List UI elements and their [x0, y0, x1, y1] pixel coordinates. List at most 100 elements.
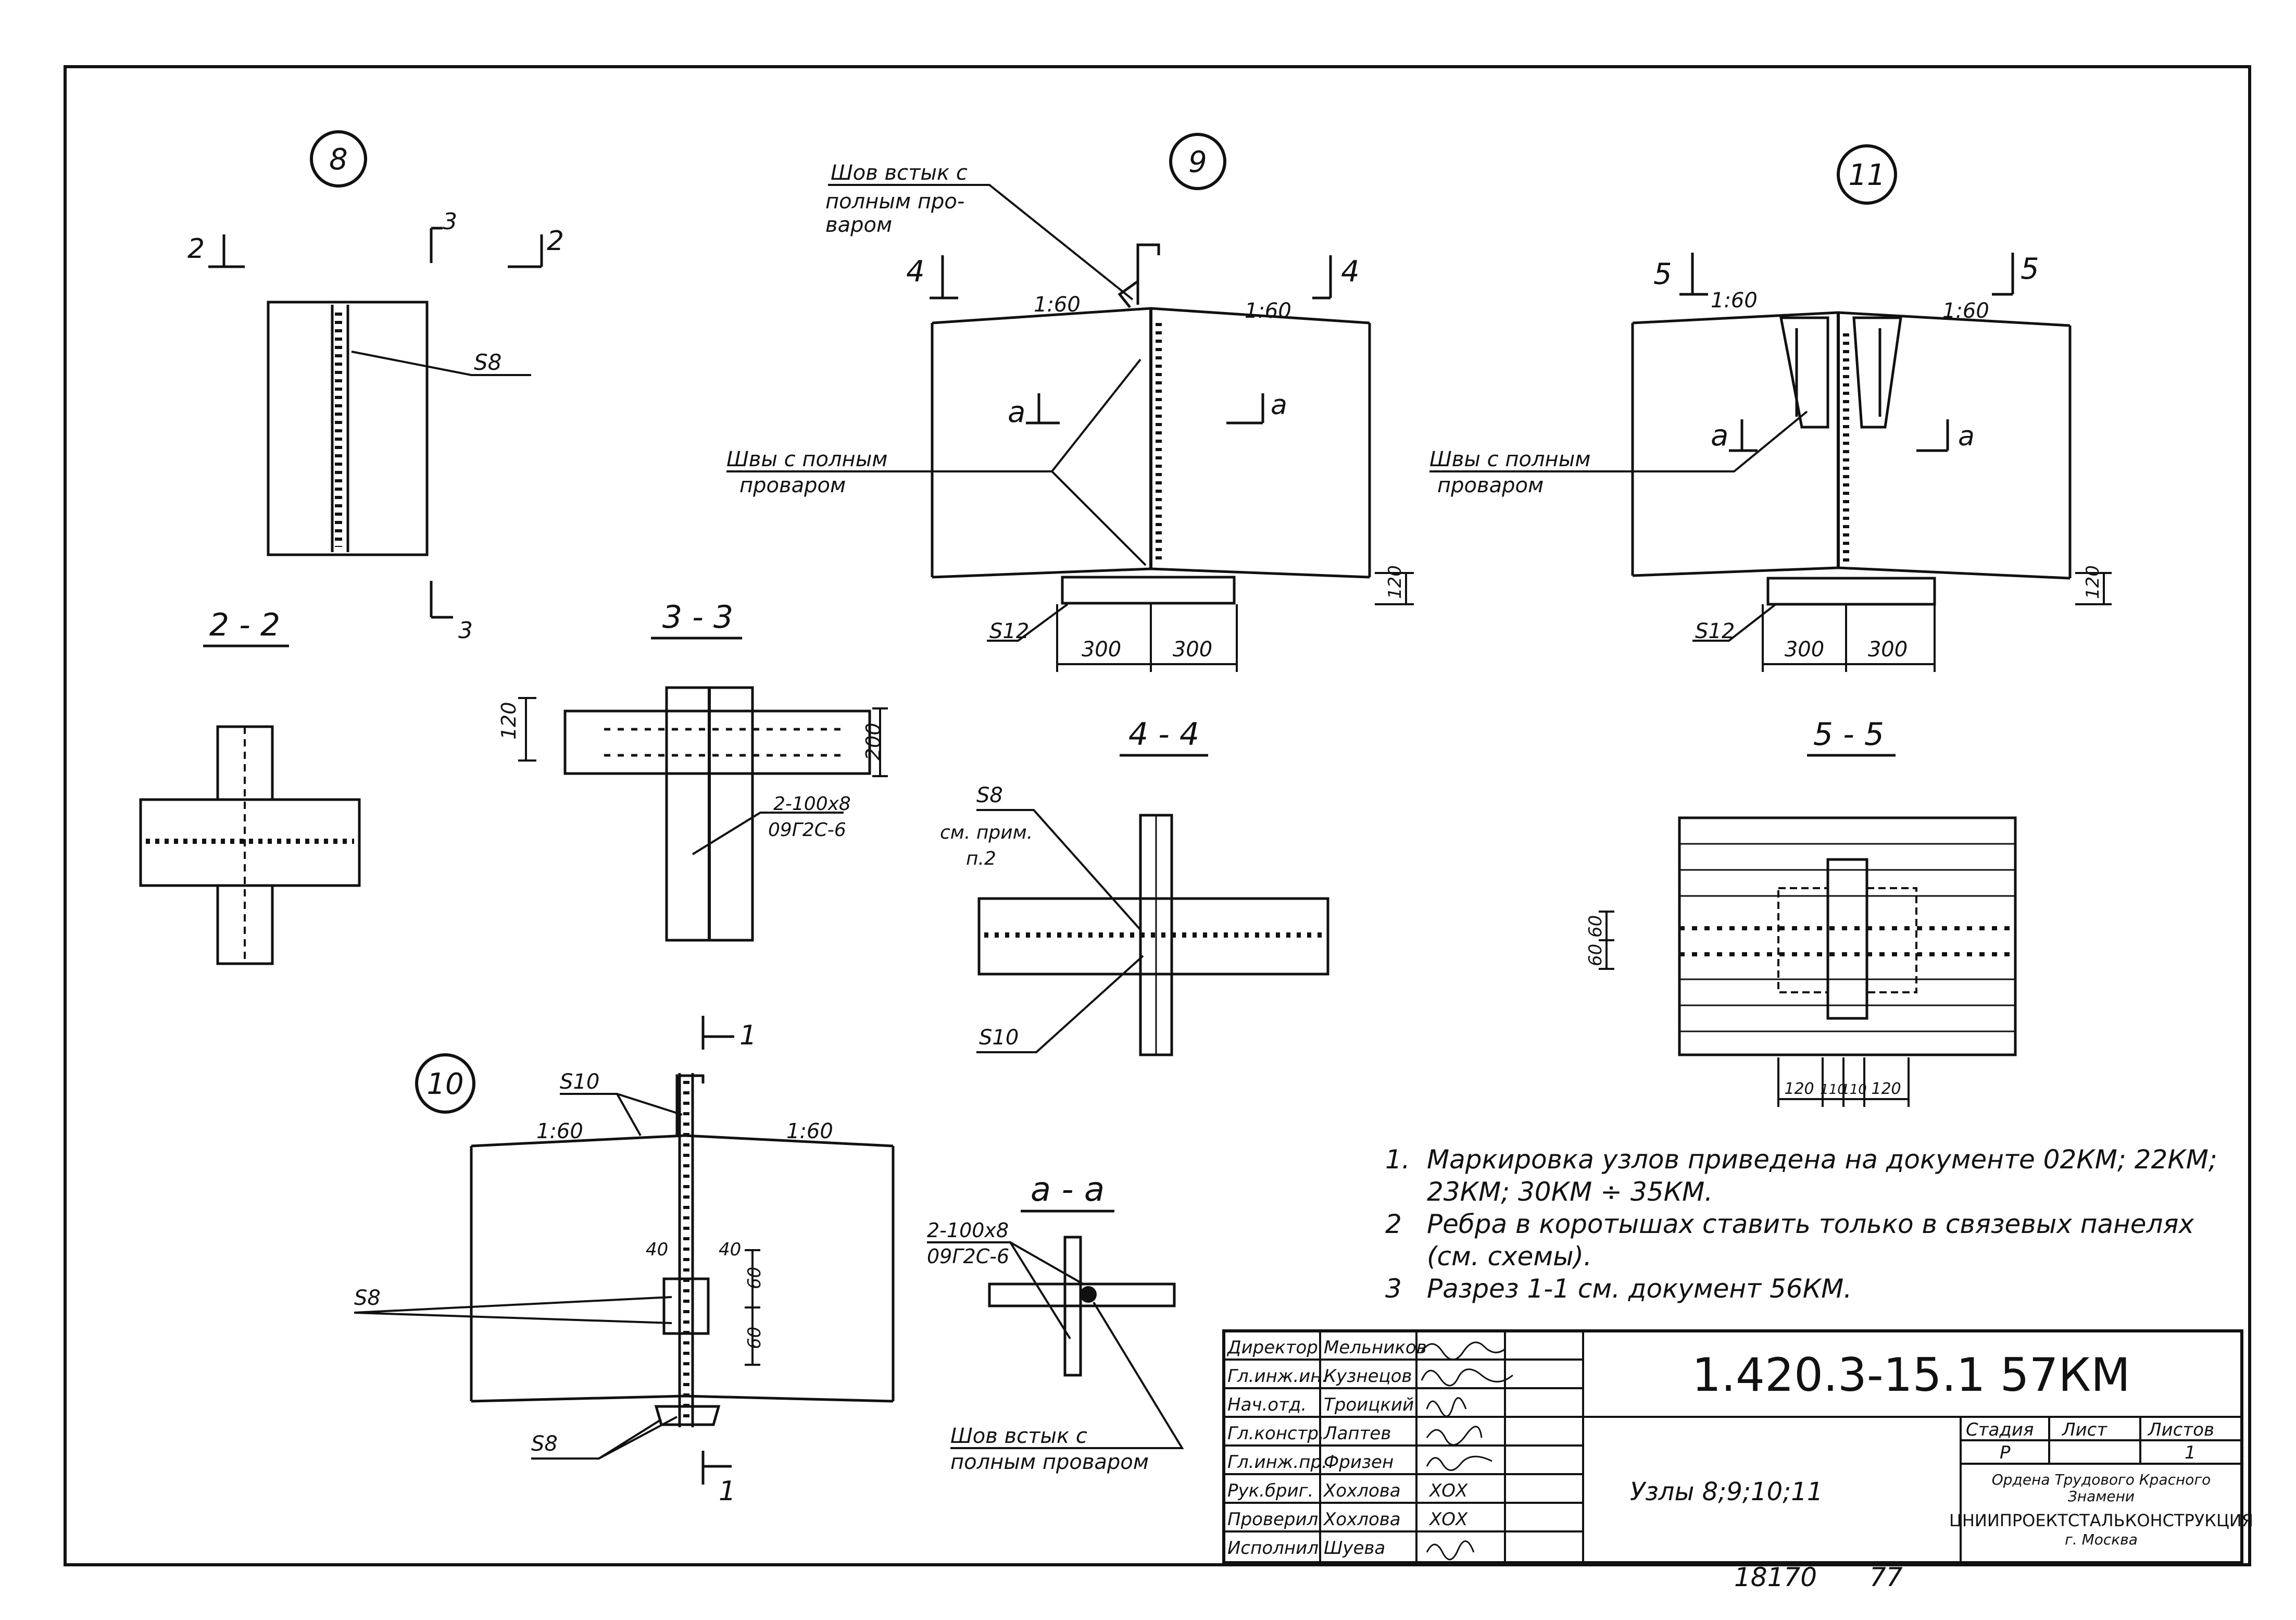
node-9-cuta-right-mark — [1226, 393, 1264, 425]
section-a-a-seam-1: Шов встык с — [950, 1424, 1087, 1448]
node-8-s8: S8 — [474, 350, 501, 375]
node-9-seam-leader — [828, 184, 1134, 301]
section-3-3-leader — [692, 812, 844, 855]
node-9-seams-2: проваром — [739, 473, 846, 497]
node-11-s12-leader — [1692, 603, 1777, 642]
section-a-a-rib-label: 2-100x8 — [927, 1219, 1009, 1242]
sheet-header: Лист — [2061, 1419, 2107, 1440]
section-5-5-dim-bottom — [1777, 1057, 1910, 1107]
section-5-5-60-top: 60 — [1585, 915, 1606, 938]
node-9-cut4-left: 4 — [906, 255, 925, 289]
section-5-5-110-a: 110 — [1820, 1082, 1846, 1098]
section-4-4: 4 - 4 S8 см. прим. п.2 S10 — [940, 716, 1329, 1056]
section-5-5-60-bot: 60 — [1585, 944, 1606, 966]
section-2-2-bottom-stub — [216, 884, 274, 965]
title-block-frame — [1222, 1329, 2243, 1564]
node-9-cut4-right: 4 — [1341, 255, 1360, 289]
stamp-name-4: Фризен — [1324, 1452, 1394, 1473]
node-11-beam — [1631, 311, 2072, 580]
section-2-2-title: 2 - 2 — [209, 607, 280, 643]
node-11-label: 11 — [1848, 158, 1885, 192]
node-10-40-right: 40 — [719, 1239, 741, 1260]
node-8-leader — [351, 351, 531, 376]
org-line-3: ЦНИИПРОЕКТСТАЛЬКОНСТРУКЦИЯ — [1949, 1511, 2253, 1530]
node-10-bracket — [675, 1074, 705, 1136]
note-1-text: Маркировка узлов приведена на документе … — [1427, 1144, 2217, 1207]
signature-4 — [1426, 1455, 1492, 1471]
section-a-a-seam-2: полным проваром — [950, 1450, 1149, 1474]
note-3-number: 3 — [1385, 1274, 1402, 1304]
node-11-cut5-right: 5 — [2021, 252, 2039, 286]
doc-code: 1.420.3-15.1 57КМ — [1692, 1348, 2130, 1402]
stamp-name-1: Кузнецов — [1324, 1366, 1412, 1387]
node-10-s10: S10 — [560, 1070, 599, 1094]
section-3-3-rib: 2-100x8 — [773, 793, 851, 815]
inventory-number: 18170 — [1734, 1562, 1817, 1592]
stamp-role-4: Гл.инж.пр. — [1227, 1452, 1327, 1473]
node-10-s10-leader — [560, 1093, 683, 1136]
inventory-number-2: 77 — [1870, 1562, 1903, 1592]
node-9-s12-leader — [987, 603, 1069, 642]
node-11-300-right: 300 — [1868, 638, 1908, 662]
node-8-web — [331, 305, 349, 552]
node-11-seams-leader — [1429, 410, 1808, 472]
section-5-5-beams — [1678, 816, 2017, 1056]
stage-header: Стадия — [1966, 1419, 2034, 1440]
stamp-name-7: Шуева — [1324, 1538, 1385, 1559]
signature-7 — [1426, 1540, 1475, 1561]
section-3-3: 3 - 3 120 200 2-100x8 09Г2С-6 — [497, 599, 888, 942]
section-3-3-bolts — [604, 728, 844, 757]
stamp-role-0: Директор — [1226, 1337, 1318, 1358]
org-line-1: Ордена Трудового Красного — [1992, 1471, 2211, 1488]
stamp-role-7: Исполнил — [1227, 1538, 1319, 1559]
title-block — [1222, 1329, 2243, 1564]
section-2-2: 2 - 2 — [139, 607, 361, 965]
section-a-a: a - a 2-100x8 09Г2С-6 Шов встык с полным… — [927, 1170, 1184, 1474]
node-10-splice — [662, 1277, 710, 1335]
section-5-5-120-b: 120 — [1871, 1080, 1901, 1098]
node-10-dim-right — [745, 1249, 760, 1366]
node-9-seams-leader — [726, 358, 1147, 566]
node-9-seam-2: полным про- — [825, 190, 964, 214]
node-9-seam-3: варом — [825, 213, 892, 237]
section-a-a-rib — [1063, 1236, 1082, 1377]
note-1-number: 1. — [1385, 1144, 1410, 1175]
node-10-bottom-plate — [654, 1405, 721, 1426]
section-5-5-splice-left — [1777, 887, 1829, 993]
node-11-stub-left — [1779, 316, 1829, 429]
title-block-grid — [1224, 1331, 2242, 1563]
node-10-s8-bot-leader — [531, 1416, 677, 1460]
signature-5: ХОХ — [1428, 1480, 1468, 1501]
section-a-a-steel: 09Г2С-6 — [927, 1245, 1009, 1268]
node-11-cuta-left: a — [1711, 419, 1728, 453]
node-10-60-top: 60 — [744, 1267, 765, 1289]
node-9-dim — [1056, 604, 1238, 672]
section-3-3-dim-200 — [872, 707, 888, 777]
node-9-s12: S12 — [989, 619, 1029, 643]
node-10-60-bot: 60 — [744, 1327, 765, 1349]
note-2: 2 Ребра в коротышах ставить только в свя… — [1385, 1208, 2218, 1273]
node-11-s12: S12 — [1695, 619, 1735, 643]
stamp-name-2: Троицкий — [1324, 1394, 1414, 1415]
section-5-5: 5 - 5 60 60 120 110 110 120 — [1585, 716, 2017, 1107]
sheets-header: Листов — [2147, 1419, 2214, 1440]
section-5-5-bolts — [1679, 926, 2015, 956]
stamp-name-5: Хохлова — [1323, 1480, 1401, 1501]
stamp-role-6: Проверил — [1227, 1509, 1318, 1530]
node-8-label: 8 — [329, 143, 348, 177]
node-11-seams-1: Швы с полным — [1429, 447, 1590, 471]
cut-3-bottom-mark — [430, 581, 453, 619]
section-5-5-splice-right — [1866, 887, 1917, 993]
node-11-cuta-left-mark — [1729, 419, 1758, 452]
node-9-seams-1: Швы с полным — [726, 447, 887, 471]
stamp-roles: Директор Гл.инж.ин. Нач.отд. Гл.констр. … — [1226, 1337, 1427, 1559]
node-10-marker — [415, 1053, 475, 1114]
node-9-marker — [1169, 133, 1226, 190]
section-a-a-title: a - a — [1031, 1170, 1105, 1209]
node-10-cut1-bot-mark — [701, 1451, 732, 1485]
note-3-text: Разрез 1-1 см. документ 56КМ. — [1427, 1274, 1852, 1304]
note-1: 1. Маркировка узлов приведена на докумен… — [1385, 1143, 2218, 1208]
node-10-column — [678, 1073, 694, 1427]
note-2-number: 2 — [1385, 1209, 1402, 1239]
